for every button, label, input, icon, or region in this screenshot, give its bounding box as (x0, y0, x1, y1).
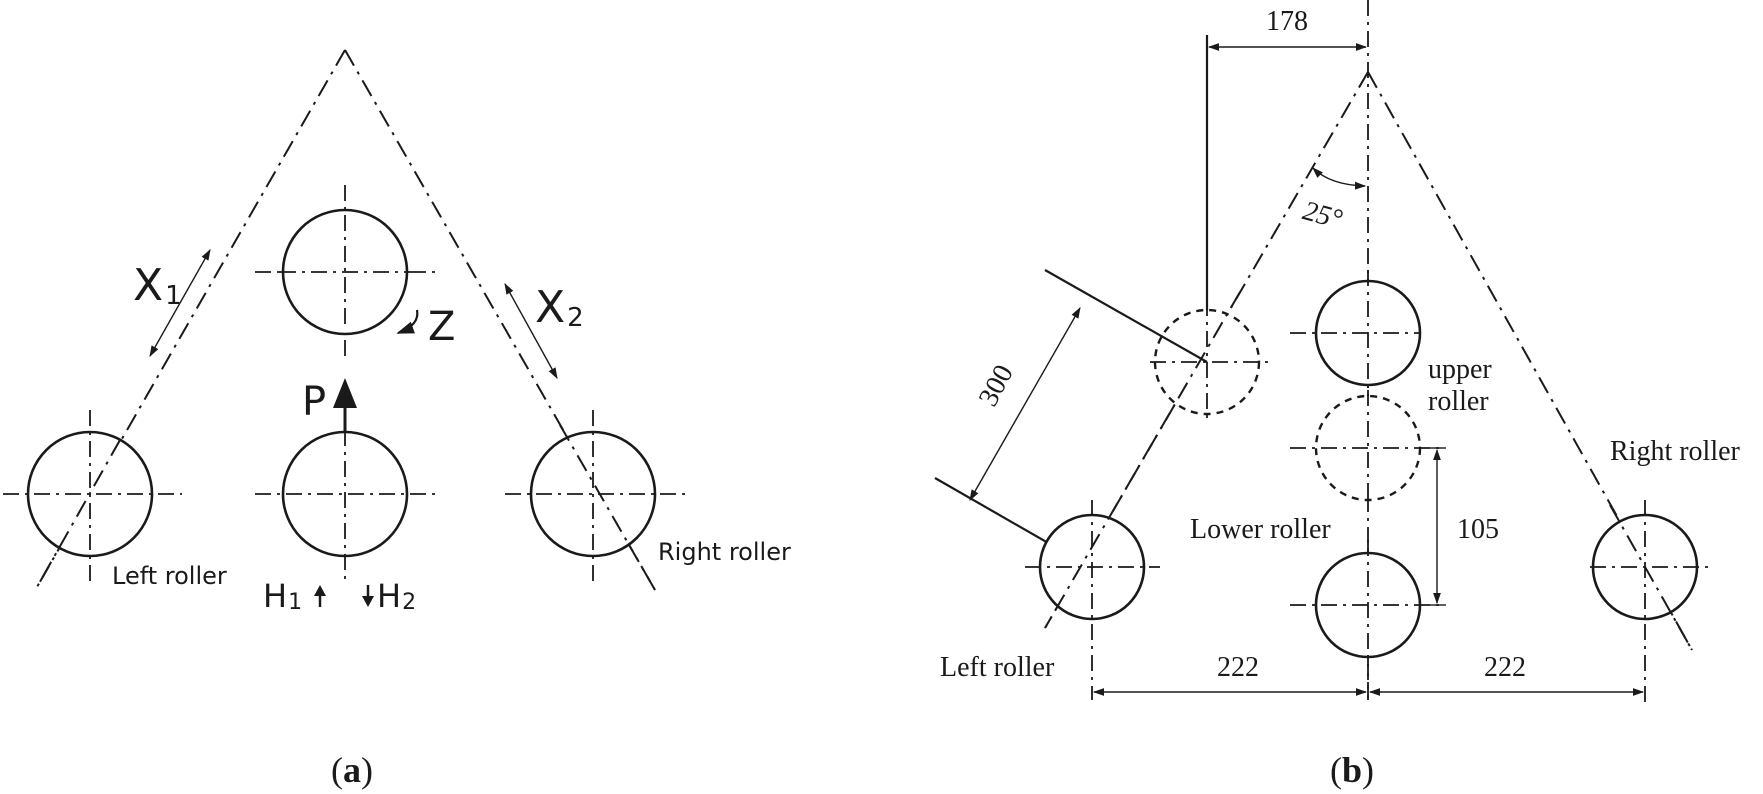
z-rotation-arrow (396, 309, 419, 335)
panel-b-left-roller (1025, 500, 1160, 700)
h1-arrow-head (314, 585, 326, 596)
x1-arrow (149, 249, 211, 357)
p-label: P (302, 379, 326, 425)
panel-b: 178 25° 300 (934, 0, 1741, 790)
p-arrow-head (333, 378, 357, 408)
panel-a-caption: (a) (331, 750, 373, 790)
h1-label: H1 (263, 577, 302, 615)
x2-arrow (504, 283, 558, 379)
h2-label: H2 (377, 577, 416, 615)
panel-b-lower-roller (1290, 540, 1440, 700)
panel-a-right-roller-label: Right roller (658, 538, 791, 566)
panel-b-left-roller-label: Left roller (940, 652, 1055, 683)
panel-a-top-roller (255, 185, 437, 360)
panel-b-upper-roller (1290, 270, 1422, 400)
dim-178-label: 178 (1266, 6, 1308, 37)
panel-b-caption: (b) (1330, 750, 1374, 790)
x1-label: X1 (133, 260, 182, 311)
angle-25-arc (1312, 167, 1367, 190)
x2-label: X2 (535, 282, 584, 333)
panel-a-left-roller (3, 410, 182, 583)
angle-25-label: 25° (1300, 195, 1346, 235)
dim-300-extension-upper (1044, 269, 1208, 363)
h2-arrow-head (362, 596, 374, 607)
panel-a: X1 X2 Z P Left roller Right roller H1 H2… (3, 49, 791, 790)
panel-b-upper-roller-label-2: roller (1428, 386, 1489, 417)
panel-b-lower-roller-label: Lower roller (1190, 514, 1331, 545)
panel-b-right-roller (1590, 500, 1710, 705)
panel-b-middle-roller-dashed (1290, 390, 1440, 505)
z-label: Z (428, 304, 455, 350)
panel-b-upper-roller-label-1: upper (1428, 354, 1492, 385)
dim-300-arrow (969, 307, 1081, 501)
panel-b-right-roller-label: Right roller (1610, 436, 1741, 467)
dim-300-label: 300 (973, 360, 1020, 412)
panel-a-middle-roller (255, 430, 437, 580)
dim-105-label: 105 (1457, 514, 1499, 545)
dim-222-right-label: 222 (1484, 652, 1526, 683)
panel-a-right-roller (505, 410, 685, 583)
panel-b-left-upper-roller-dashed (1150, 300, 1270, 420)
panel-a-left-roller-label: Left roller (112, 562, 227, 590)
dim-222-left-label: 222 (1217, 652, 1259, 683)
